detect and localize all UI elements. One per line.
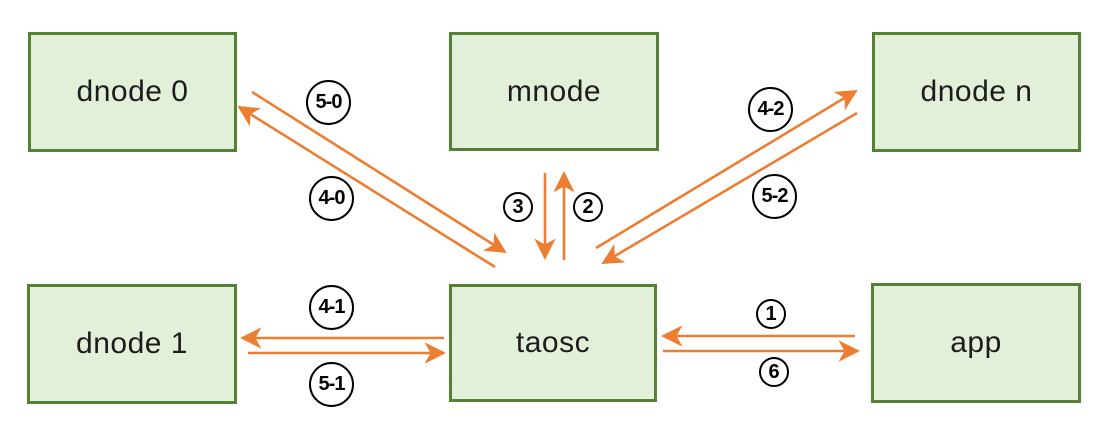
node-dnode0: dnode 0 (28, 32, 237, 152)
node-app-label: app (950, 326, 1002, 359)
message-badge-4-1: 4-1 (309, 285, 354, 330)
node-dnode1-label: dnode 1 (76, 327, 188, 360)
node-mnode: mnode (449, 32, 659, 151)
message-badge-5-2-text: 5-2 (761, 185, 789, 207)
message-badge-3: 3 (503, 192, 533, 222)
message-badge-5-1: 5-1 (309, 362, 354, 407)
arrow-4-0-taosc-to-dnode0 (237, 105, 496, 269)
message-badge-4-0-text: 4-0 (318, 187, 346, 209)
message-badge-4-1-text: 4-1 (318, 296, 346, 318)
node-dnoden-label: dnode n (920, 75, 1033, 108)
node-taosc: taosc (449, 284, 657, 402)
node-dnoden: dnode n (872, 32, 1081, 152)
message-badge-1: 1 (756, 299, 786, 329)
node-dnode1: dnode 1 (27, 284, 237, 404)
node-mnode-label: mnode (506, 74, 602, 108)
message-badge-4-2-text: 4-2 (757, 98, 785, 120)
node-dnode0-label: dnode 0 (76, 75, 189, 108)
message-badge-4-0: 4-0 (309, 176, 354, 221)
message-badge-4-2: 4-2 (748, 87, 793, 132)
message-badge-6-text: 6 (768, 360, 780, 383)
message-badge-6: 6 (759, 357, 789, 387)
arrow-5-2-dnoden-to-taosc (601, 111, 858, 265)
message-badge-1-text: 1 (765, 302, 777, 325)
message-badge-5-0-text: 5-0 (315, 91, 343, 113)
message-badge-2: 2 (573, 192, 603, 222)
node-app: app (871, 283, 1081, 403)
message-badge-5-0: 5-0 (306, 80, 351, 125)
message-badge-2-text: 2 (582, 195, 594, 218)
message-badge-5-2: 5-2 (752, 174, 797, 219)
message-badge-3-text: 3 (512, 195, 524, 218)
arrow-5-0-dnode0-to-taosc (251, 90, 507, 254)
arrow-4-2-taosc-to-dnoden (595, 89, 858, 250)
message-badge-5-1-text: 5-1 (318, 373, 346, 395)
node-taosc-label: taosc (515, 326, 591, 359)
